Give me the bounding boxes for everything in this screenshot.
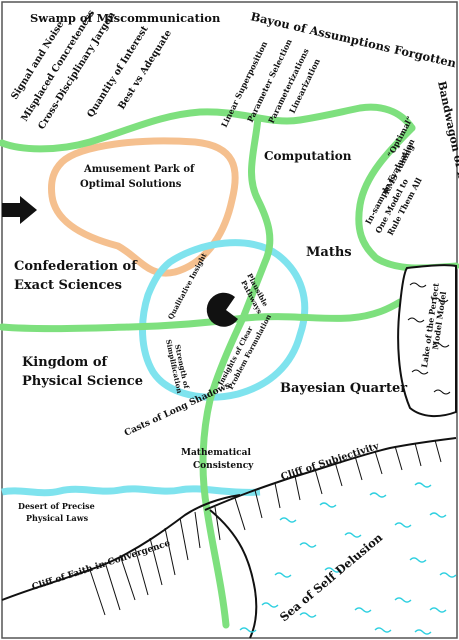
bandwagon-label: Bandwagon of Bad Practice bbox=[435, 80, 459, 249]
computation-label: Computation bbox=[264, 149, 352, 163]
desert-label-2: Physical Laws bbox=[26, 513, 89, 523]
arrow-icon bbox=[2, 196, 37, 224]
lake-waves bbox=[407, 282, 451, 395]
desert-river bbox=[1, 485, 261, 497]
lake-region bbox=[397, 264, 457, 418]
cliff-hatching bbox=[89, 439, 442, 616]
bayesian-label: Bayesian Quarter bbox=[280, 381, 407, 396]
amusement-label-2: Optimal Solutions bbox=[80, 179, 182, 190]
kingdom-label-1: Kingdom of bbox=[22, 355, 108, 370]
math-consistency-label-1: Mathematical bbox=[181, 448, 251, 458]
cliff-faith-label: Cliff of Faith in Convergence bbox=[31, 539, 172, 593]
sea-label: Sea of Self Delusion bbox=[277, 530, 386, 624]
amusement-label-1: Amusement Park of bbox=[83, 164, 195, 175]
cliff-subjectivity-label: Cliff of Subjectivity bbox=[280, 441, 381, 483]
desert-label-1: Desert of Precise bbox=[18, 501, 95, 511]
sea-waves bbox=[239, 482, 457, 635]
maths-label: Maths bbox=[306, 245, 352, 260]
kingdom-label-2: Physical Science bbox=[22, 374, 143, 389]
pacman-icon bbox=[206, 292, 238, 327]
swamp-label: Swamp of Miscommunication bbox=[30, 11, 221, 25]
math-consistency-label-2: Consistency bbox=[193, 461, 254, 471]
confed-label-2: Exact Sciences bbox=[14, 278, 122, 293]
amusement-park-region bbox=[48, 137, 239, 277]
confed-label-1: Confederation of bbox=[14, 259, 138, 274]
cliffs bbox=[1, 437, 457, 639]
